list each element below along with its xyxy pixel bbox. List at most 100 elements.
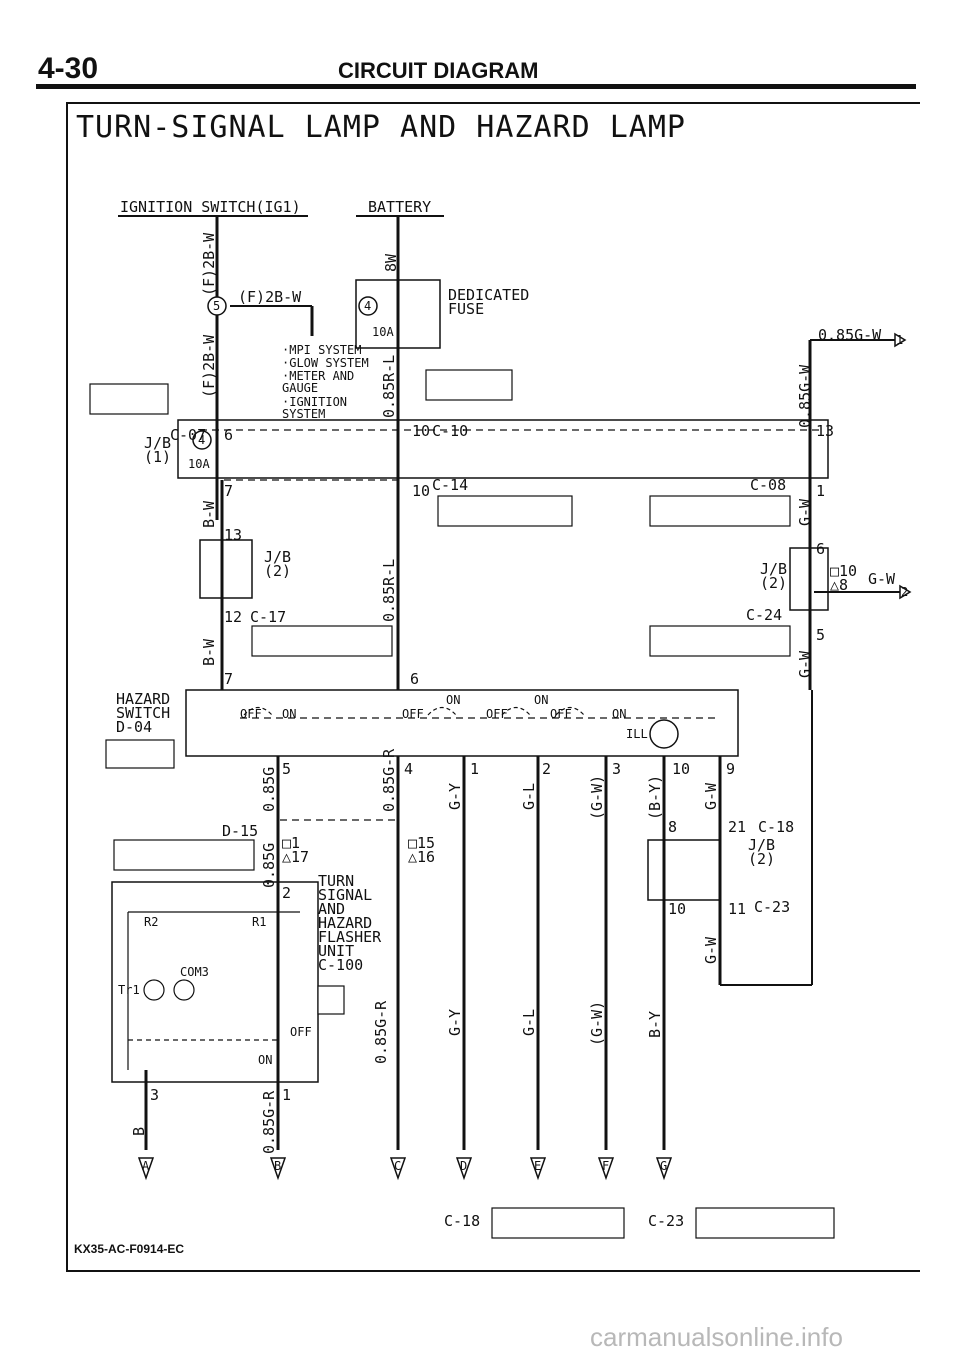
pin-10-c10: 10 [412, 422, 431, 440]
fuse4b-circle [192, 430, 212, 450]
wire-label-085gr-2: 0.85G-R [372, 1000, 390, 1064]
connector-grid-c08 [649, 495, 791, 527]
wire-label-gw-11: G-W [702, 936, 720, 964]
terminal-e: E [534, 1159, 542, 1173]
connector-c23-bottom: C-23 [648, 1212, 685, 1230]
connector-grid-c100 [317, 985, 345, 1015]
arrow-out2-label: 2 [901, 585, 909, 599]
pin-6-jb2r: 6 [816, 540, 826, 558]
wire-label-8w: 8W [382, 253, 400, 272]
connector-c14: C-14 [432, 476, 469, 494]
pin-8s-jb2r: △8 [830, 576, 849, 594]
arrow-out2-shape [899, 584, 912, 600]
wire-label-gy-1: G-Y [446, 782, 464, 810]
pin-3-flasher: 3 [150, 1086, 160, 1104]
terminal-e-shape [529, 1157, 547, 1181]
wire-label-085rl-bottom: 0.85R-L [380, 558, 398, 622]
wire-label-b: B [130, 1126, 148, 1136]
wire-label-gw-jb: G-W [796, 498, 814, 526]
fuse4b-rating: 10A [188, 457, 210, 471]
connector-grid-d15 [113, 839, 255, 871]
hz-on-2: ON [446, 693, 461, 707]
fuse5-number: 5 [213, 299, 221, 313]
connector-grid-c07 [89, 383, 169, 415]
jb2-right-label: J/B (2) [760, 560, 788, 592]
hz-off-3: OFF [486, 707, 508, 721]
terminal-a-shape [137, 1157, 155, 1181]
hz-off-2: OFF [402, 707, 424, 721]
wire-label-gwp-1: (G-W) [588, 774, 606, 820]
flasher-tr1: Tr1 [118, 983, 140, 997]
dedicated-fuse-label: DEDICATED FUSE [448, 286, 530, 318]
ill-lamp [649, 719, 679, 749]
hz-ill: ILL [626, 727, 648, 741]
section-title: CIRCUIT DIAGRAM [338, 58, 539, 83]
connector-c10: C-10 [432, 422, 469, 440]
jb1-block [177, 419, 829, 479]
terminal-c: C [394, 1159, 402, 1173]
wire-label-bw-2: B-W [200, 638, 218, 666]
terminal-a: A [142, 1159, 150, 1173]
jb2-left-label: J/B (2) [264, 548, 292, 580]
terminal-c-shape [389, 1157, 407, 1181]
wire-label-085g-2: 0.85G [260, 842, 278, 888]
pin-5-c24: 5 [816, 626, 826, 644]
fuse5-circle [207, 296, 227, 316]
wire-label-f2bw-top: (F)2B-W [200, 232, 218, 296]
pin-1-flasher: 1 [282, 1086, 292, 1104]
pin-4-hz: 4 [404, 760, 414, 778]
fuse4-number: 4 [364, 299, 372, 313]
hz-on-1: ON [282, 707, 297, 721]
terminal-d-shape [455, 1157, 473, 1181]
connector-c18: C-18 [758, 818, 795, 836]
wire-label-gl-2: G-L [520, 1008, 538, 1036]
load-3: ·METER AND [282, 369, 355, 383]
pin-7-top: 7 [224, 482, 234, 500]
pin-5-hz: 5 [282, 760, 292, 778]
pin-11-jb: 11 [728, 900, 747, 918]
terminal-f: F [602, 1159, 610, 1173]
load-1: ·MPI SYSTEM [282, 343, 362, 357]
hz-on-3: ON [534, 693, 549, 707]
pin-10-jb: 10 [668, 900, 687, 918]
terminal-g-shape [655, 1157, 673, 1181]
wire-label-085gr-3: 0.85G-R [260, 1090, 278, 1154]
arrow-out1-shape [894, 332, 907, 348]
fuse4b-number: 4 [198, 433, 206, 447]
load-5: ·IGNITION [282, 395, 348, 409]
flasher-unit-box [111, 881, 319, 1083]
connector-c17: C-17 [250, 608, 287, 626]
pin-15s: □15 [408, 834, 436, 852]
connector-grid-d04 [105, 739, 175, 769]
pin-2-flasher: 2 [282, 884, 292, 902]
connector-grid-c18 [491, 1207, 625, 1239]
wire-label-gw-out: G-W [868, 570, 896, 588]
wire-label-gw-9: G-W [702, 782, 720, 810]
watermark: carmanualsonline.info [590, 1322, 843, 1352]
connector-c08: C-08 [750, 476, 787, 494]
arrow-out1-label: 1 [896, 333, 904, 347]
pin-16s: △16 [408, 848, 436, 866]
terminal-b-shape [269, 1157, 287, 1181]
fuse4-rating: 10A [372, 325, 394, 339]
connector-c23: C-23 [754, 898, 791, 916]
pin-21-jb: 21 [728, 818, 747, 836]
connector-grid-c10 [425, 369, 513, 401]
wire-label-085rl-top: 0.85R-L [380, 354, 398, 418]
pin-1-c08: 1 [816, 482, 826, 500]
ignition-switch-label: IGNITION SWITCH(IG1) [120, 198, 301, 216]
pin-3-hz: 3 [612, 760, 622, 778]
hz-on-4: ON [612, 707, 627, 721]
connector-grid-c23 [695, 1207, 835, 1239]
connector-d15: D-15 [222, 822, 259, 840]
diagram-frame [66, 102, 920, 1272]
hz-off-1: OFF [240, 707, 262, 721]
pin-9-hz: 9 [726, 760, 736, 778]
terminal-d: D [460, 1159, 468, 1173]
wire-label-byp: (B-Y) [646, 774, 664, 820]
wire-label-f2bw-mid: (F)2B-W [200, 334, 218, 398]
document-number: KX35-AC-F0914-EC [74, 1242, 185, 1256]
pin-12-c17: 12 [224, 608, 243, 626]
jb2-bottom-box [647, 839, 721, 901]
header-rule [36, 84, 916, 89]
